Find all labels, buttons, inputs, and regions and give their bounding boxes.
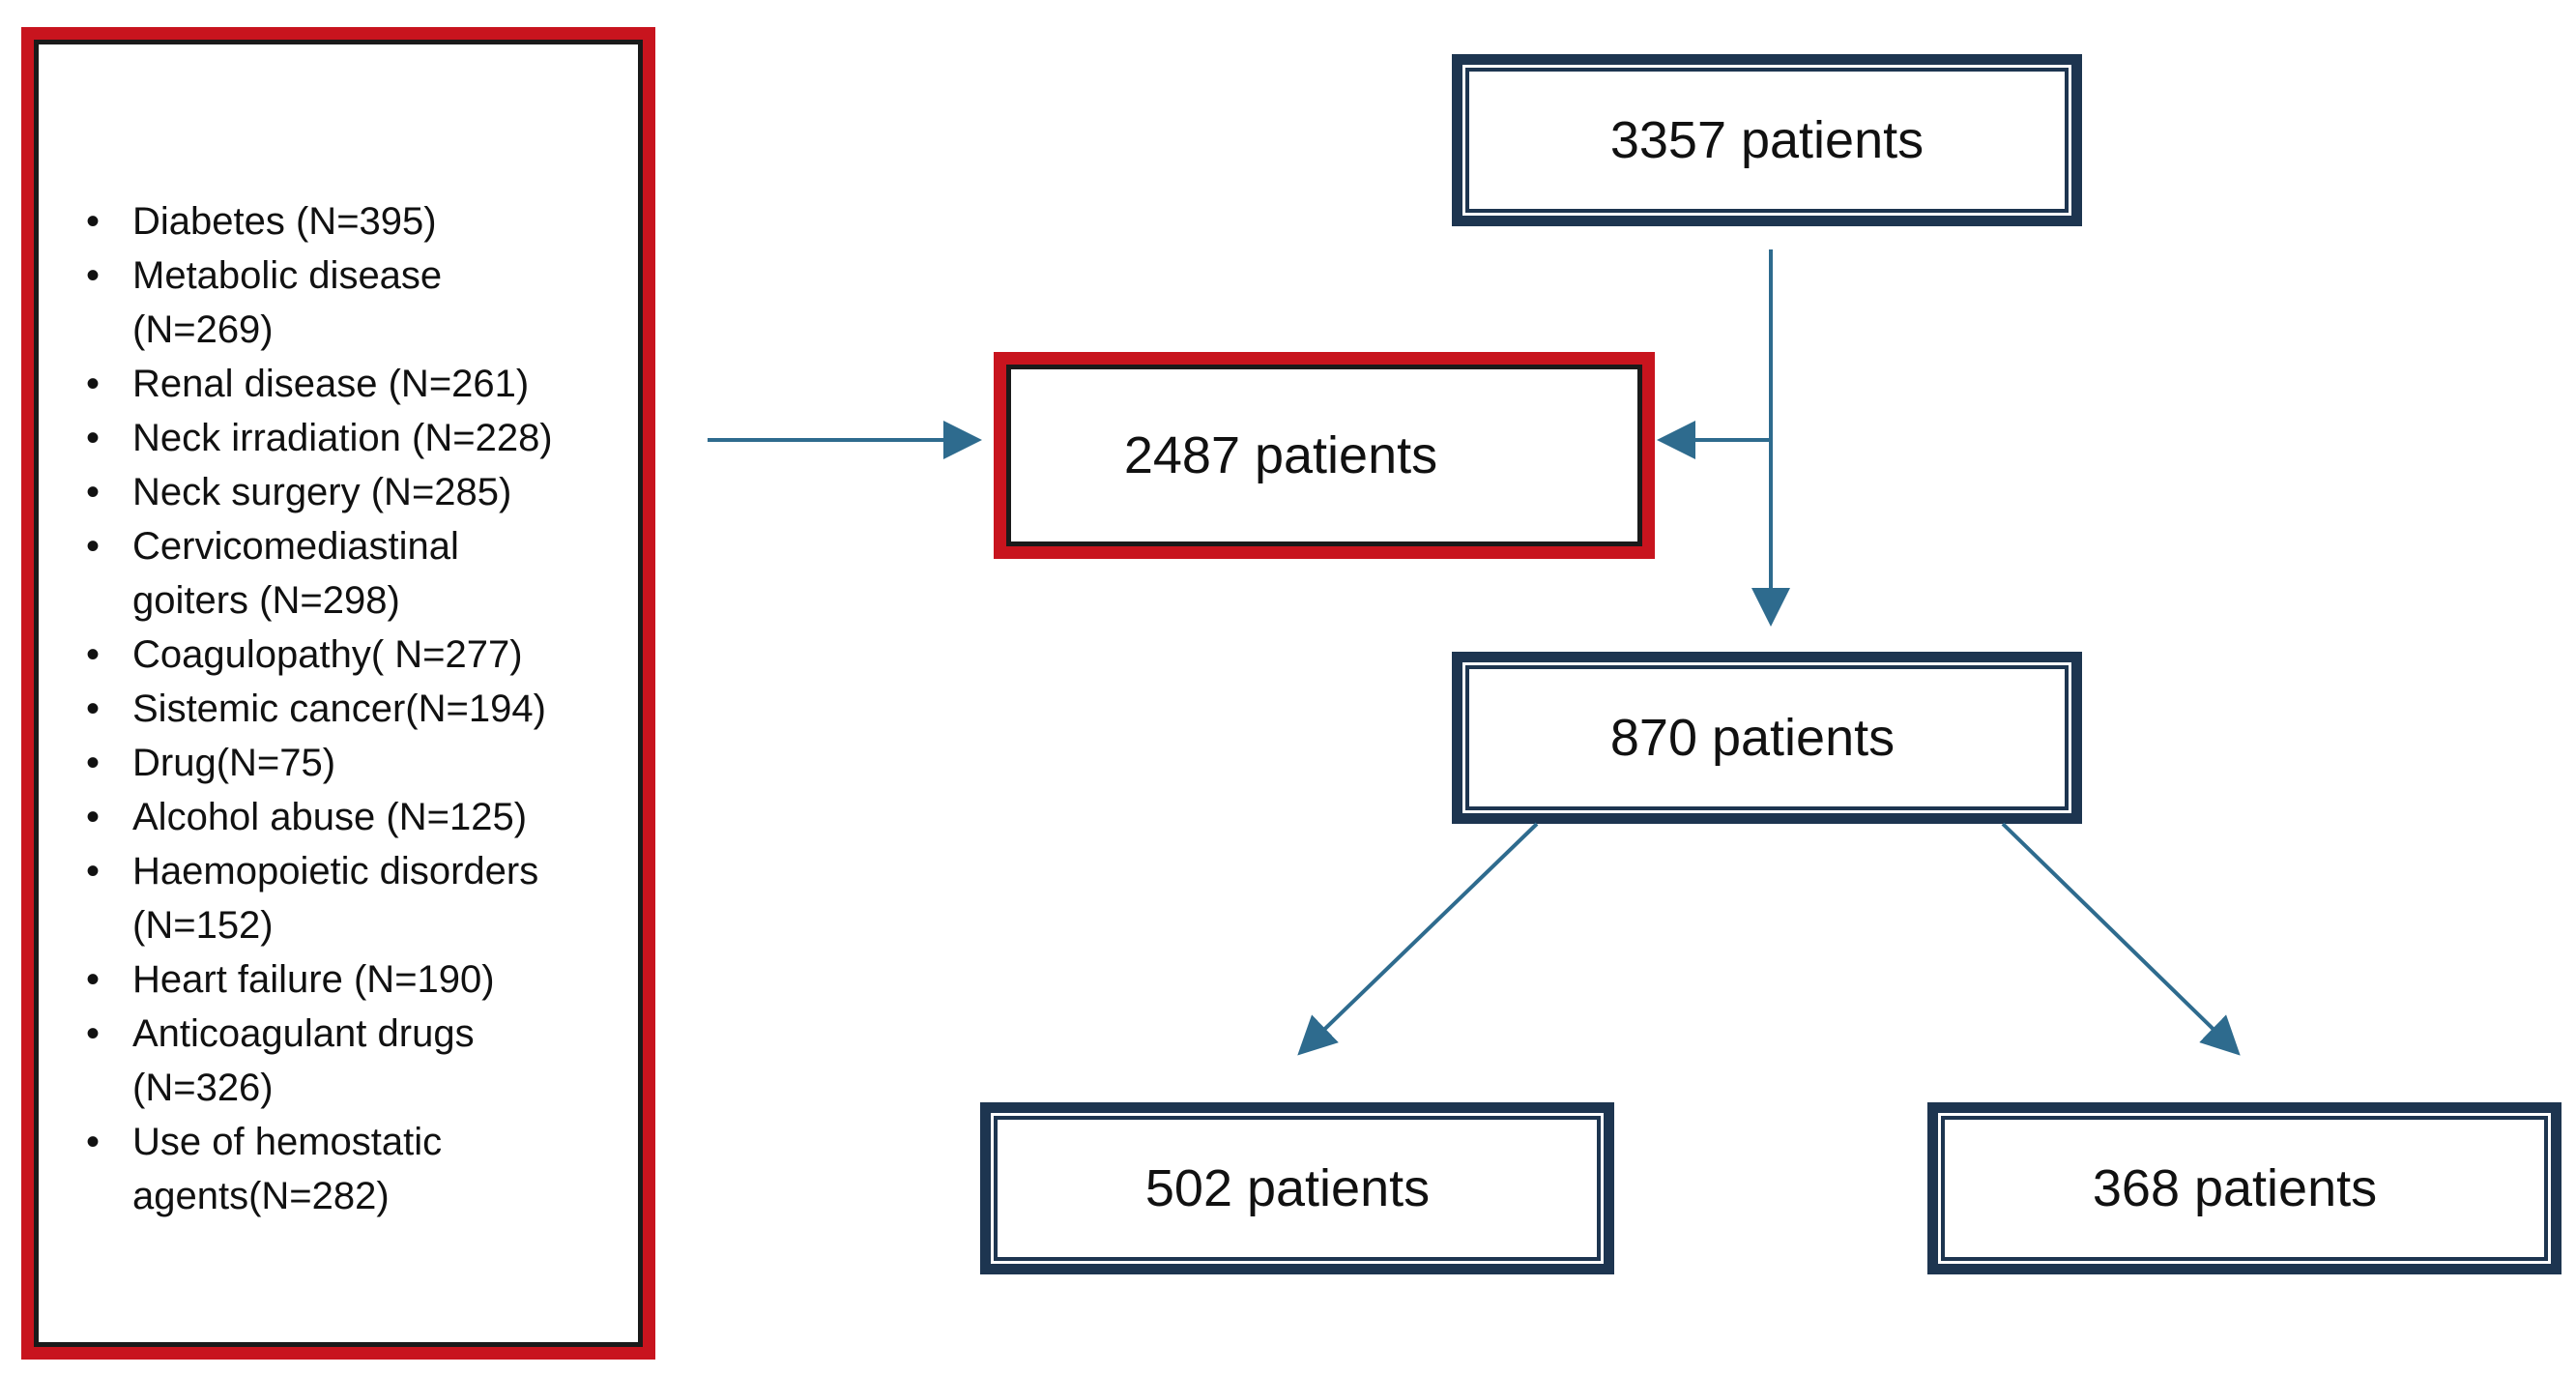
exclusion-criterion-text: Renal disease (N=261) [132,363,530,405]
exclusion-criterion-text: Diabetes (N=395) [132,200,437,243]
total-patients-label: 3357 patients [1609,111,1925,169]
exclusion-criterion-item: Drug(N=75) [86,736,553,790]
exclusion-criteria-list: Diabetes (N=395) Metabolic disease (N=269)… [72,194,553,1223]
exclusion-criterion-item: Anticoagulant drugs (N=326) [86,1007,553,1115]
exclusion-criterion-item: Sistemic cancer(N=194) [86,682,553,736]
group-a-box: 502 patients [980,1102,1614,1274]
exclusion-criterion-text: Anticoagulant drugs [132,1012,475,1055]
included-patients-label: 870 patients [1609,709,1896,767]
exclusion-criterion-item: Coagulopathy( N=277) [86,628,553,682]
exclusion-criterion-item: Haemopoietic disorders (N=152) [86,844,553,952]
exclusion-criterion-text: Sistemic cancer(N=194) [132,688,546,730]
exclusion-criterion-text: Heart failure (N=190) [132,958,495,1001]
arrow-included-to-group-a [1297,822,1539,1056]
exclusion-criterion-text: goiters (N=298) [132,579,400,622]
exclusion-criterion-item: Diabetes (N=395) [86,194,553,249]
exclusion-criterion-text: Neck irradiation (N=228) [132,417,553,459]
exclusion-criterion-text: Neck surgery (N=285) [132,471,512,513]
exclusion-criterion-item: Cervicomediastinal goiters (N=298) [86,519,553,628]
exclusion-criterion-item: Neck irradiation (N=228) [86,411,553,465]
exclusion-criterion-text: Drug(N=75) [132,742,336,784]
exclusion-criteria-box: Diabetes (N=395) Metabolic disease (N=269)… [21,27,655,1360]
group-b-box: 368 patients [1927,1102,2562,1274]
group-b-label: 368 patients [2092,1159,2378,1217]
arrow-included-to-group-b [2001,822,2241,1056]
exclusion-criterion-text: Coagulopathy( N=277) [132,633,523,676]
exclusion-criterion-text: Alcohol abuse (N=125) [132,796,528,838]
exclusion-criterion-text: (N=326) [132,1067,274,1109]
exclusion-criterion-item: Neck surgery (N=285) [86,465,553,519]
exclusion-criterion-text: Haemopoietic disorders [132,850,539,892]
excluded-patients-box: 2487 patients [994,352,1655,559]
exclusion-criterion-text: Metabolic disease [132,254,443,297]
exclusion-criterion-item: Use of hemostatic agents(N=282) [86,1115,553,1223]
group-a-label: 502 patients [1144,1159,1431,1217]
excluded-patients-label: 2487 patients [1123,426,1438,484]
exclusion-criterion-item: Renal disease (N=261) [86,357,553,411]
total-patients-box: 3357 patients [1452,54,2082,226]
exclusion-criterion-text: (N=269) [132,308,274,351]
exclusion-criterion-text: (N=152) [132,904,274,947]
exclusion-criterion-item: Alcohol abuse (N=125) [86,790,553,844]
exclusion-criterion-text: Cervicomediastinal [132,525,459,568]
exclusion-criterion-item: Heart failure (N=190) [86,952,553,1007]
exclusion-criterion-item: Metabolic disease (N=269) [86,249,553,357]
included-patients-box: 870 patients [1452,652,2082,824]
exclusion-criterion-text: agents(N=282) [132,1175,390,1217]
exclusion-criterion-text: Use of hemostatic [132,1121,443,1163]
